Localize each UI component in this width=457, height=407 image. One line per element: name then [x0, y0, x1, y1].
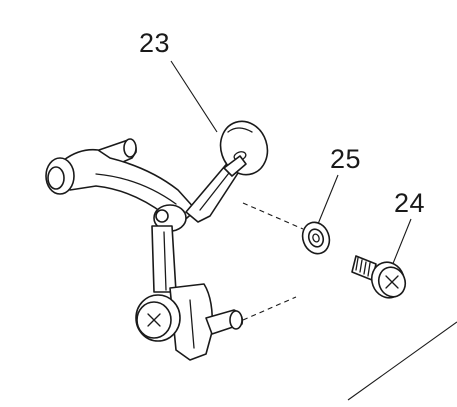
leader-line-24	[391, 218, 412, 267]
leader-line-25	[317, 174, 339, 225]
callout-label-24: 24	[394, 188, 425, 218]
callout-label-23: 23	[139, 28, 170, 58]
assembly-line-upper	[242, 202, 304, 230]
frame-border-line	[347, 321, 457, 401]
lever-bracket-part-23	[45, 120, 269, 361]
screw-part-24	[351, 255, 407, 299]
washer-part-25	[301, 221, 331, 255]
leader-line-23	[170, 60, 218, 133]
callout-label-25: 25	[330, 144, 361, 174]
mounting-screw	[135, 294, 181, 342]
assembly-line-lower	[242, 296, 297, 321]
